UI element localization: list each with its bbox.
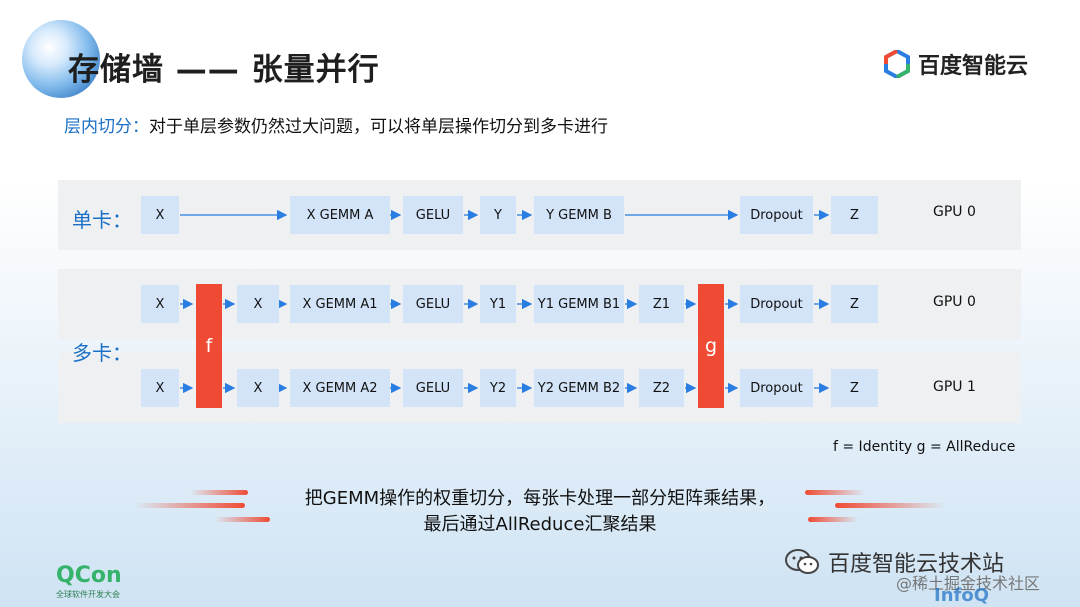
subtitle-label: 层内切分： (64, 117, 149, 137)
flow-box-x-gemm-a2: X GEMM A2 (290, 369, 390, 407)
multi-card-arrows (180, 298, 830, 394)
flow-box-gelu: GELU (403, 196, 463, 234)
decor-streak (808, 517, 858, 522)
flow-box-dropout: Dropout (740, 369, 813, 407)
page-title: 存储墙 —— 张量并行 (68, 52, 380, 88)
qcon-logo: QCon 全球软件开发大会 (56, 565, 122, 600)
flow-box-z: Z (831, 285, 878, 323)
flow-box-gelu: GELU (403, 285, 463, 323)
flow-box-x: X (141, 285, 179, 323)
decor-streak (805, 490, 865, 495)
summary-text: 把GEMM操作的权重切分，每张卡处理一部分矩阵乘结果， 最后通过AllReduc… (240, 486, 840, 538)
flow-box-x: X (237, 369, 279, 407)
legend: f = Identity g = AllReduce (833, 439, 1016, 455)
f-identity-bar: f (196, 284, 222, 408)
wechat-account-name: 百度智能云技术站 (828, 552, 1005, 577)
gpu-label-1: GPU 1 (933, 379, 976, 395)
flow-box-x-gemm-a1: X GEMM A1 (290, 285, 390, 323)
gpu-label-0: GPU 0 (933, 294, 976, 310)
flow-box-z1: Z1 (639, 285, 684, 323)
brand-logo-group: 百度智能云 (884, 48, 1028, 80)
flow-box-y2-gemm-b2: Y2 GEMM B2 (534, 369, 624, 407)
decor-streak (190, 490, 248, 495)
subtitle-text: 对于单层参数仍然过大问题，可以将单层操作切分到多卡进行 (149, 117, 608, 137)
flow-box-z2: Z2 (639, 369, 684, 407)
flow-box-x-gemm-a: X GEMM A (290, 196, 390, 234)
wechat-account: 百度智能云技术站 (784, 546, 1004, 578)
watermark: @稀土掘金技术社区 (896, 574, 1041, 593)
flow-box-dropout: Dropout (740, 285, 813, 323)
decor-streak (215, 517, 270, 522)
globe-decoration (22, 20, 100, 98)
summary-line-2: 最后通过AllReduce汇聚结果 (423, 514, 657, 535)
wechat-icon (785, 549, 819, 574)
flow-box-y-gemm-b: Y GEMM B (534, 196, 624, 234)
decor-streak (135, 503, 245, 508)
baidu-cloud-logo-icon (884, 50, 910, 78)
g-allreduce-bar: g (698, 284, 724, 408)
flow-box-x: X (141, 196, 179, 234)
flow-box-y1-gemm-b1: Y1 GEMM B1 (534, 285, 624, 323)
flow-box-z: Z (831, 369, 878, 407)
brand-name: 百度智能云 (918, 54, 1029, 79)
gpu-label-single: GPU 0 (933, 204, 976, 220)
summary-line-1: 把GEMM操作的权重切分，每张卡处理一部分矩阵乘结果， (304, 488, 776, 509)
flow-box-gelu: GELU (403, 369, 463, 407)
flow-box-y: Y (480, 196, 516, 234)
qcon-subtitle: 全球软件开发大会 (56, 590, 120, 599)
flow-box-y2: Y2 (480, 369, 516, 407)
flow-box-x: X (141, 369, 179, 407)
infoq-logo: InfoQ (934, 585, 990, 606)
flow-box-z: Z (831, 196, 878, 234)
flow-box-y1: Y1 (480, 285, 516, 323)
single-card-label: 单卡： (72, 208, 132, 232)
multi-card-label: 多卡： (72, 341, 132, 365)
flow-box-x: X (237, 285, 279, 323)
flow-box-dropout: Dropout (740, 196, 813, 234)
subtitle: 层内切分：对于单层参数仍然过大问题，可以将单层操作切分到多卡进行 (64, 112, 608, 137)
qcon-name: QCon (56, 563, 122, 588)
decor-streak (835, 503, 945, 508)
